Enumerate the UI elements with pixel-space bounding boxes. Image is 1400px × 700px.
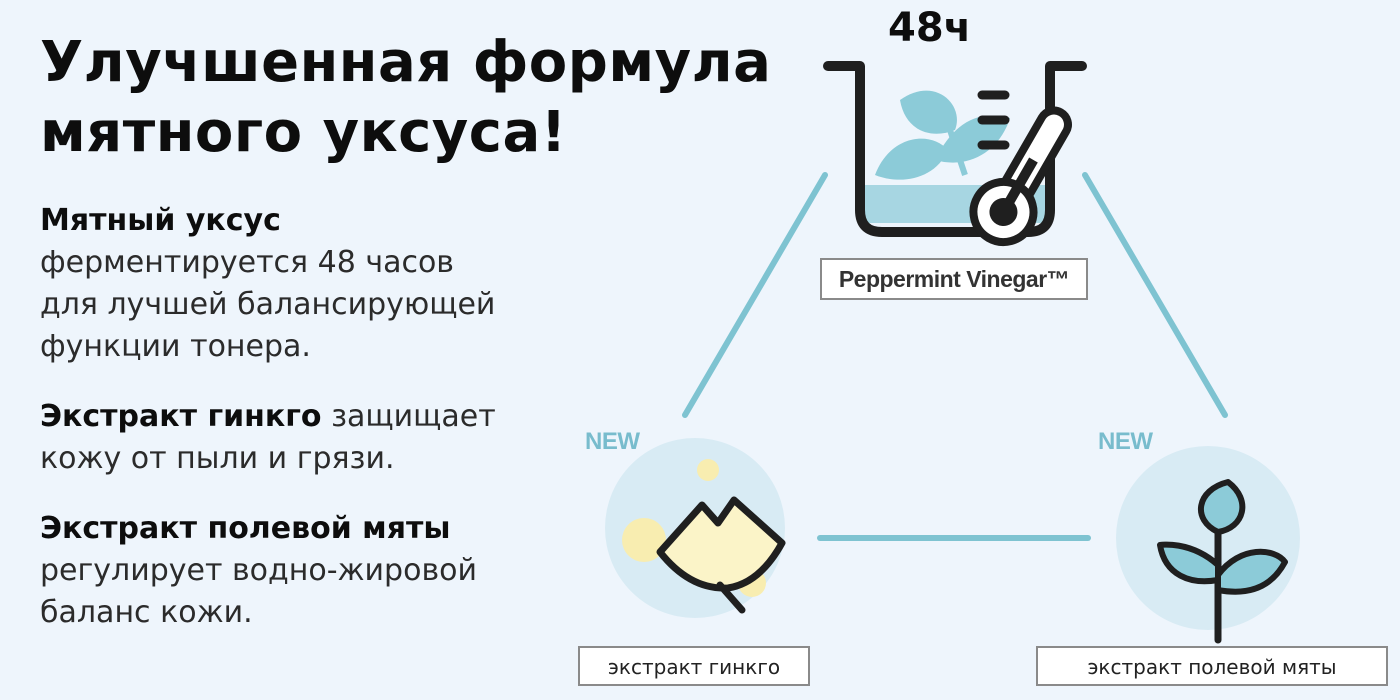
caption-ginkgo: экстракт гинкго	[578, 646, 810, 686]
feature-ginkgo-title: Экстракт гинкго	[40, 399, 322, 434]
connector-left	[682, 172, 828, 418]
feature-ginkgo-inline: защищает	[321, 399, 496, 434]
headline-line-1: Улучшенная формула	[40, 30, 772, 95]
beaker-thermometer-icon	[823, 61, 1087, 246]
feature-mint-title: Экстракт полевой мяты	[40, 511, 451, 546]
mint-sprig-icon	[1116, 446, 1300, 644]
feature-list: Мятный уксус ферментируется 48 часов для…	[40, 200, 580, 662]
feature-ginkgo: Экстракт гинкго защищает кожу от пыли и …	[40, 396, 580, 480]
headline-line-2: мятного уксуса!	[40, 100, 567, 165]
brand-label: Peppermint Vinegar™	[820, 258, 1088, 300]
feature-vinegar-line-3: функции тонера.	[40, 329, 311, 364]
feature-ginkgo-line-1: кожу от пыли и грязи.	[40, 441, 395, 476]
fermentation-hours-label: 48ч	[888, 5, 972, 51]
new-badge-mint: NEW	[1098, 428, 1153, 455]
feature-mint-line-2: баланс кожи.	[40, 595, 253, 630]
ginkgo-leaf-icon	[605, 438, 786, 618]
feature-mint: Экстракт полевой мяты регулирует водно-ж…	[40, 508, 580, 634]
feature-vinegar: Мятный уксус ферментируется 48 часов для…	[40, 200, 580, 368]
caption-mint: экстракт полевой мяты	[1036, 646, 1388, 686]
feature-mint-line-1: регулирует водно-жировой	[40, 553, 477, 588]
headline: Улучшенная формула мятного уксуса!	[40, 28, 771, 168]
feature-vinegar-line-2: для лучшей балансирующей	[40, 287, 496, 322]
connector-right	[1082, 172, 1228, 418]
feature-vinegar-title: Мятный уксус	[40, 203, 281, 238]
new-badge-ginkgo: NEW	[585, 428, 640, 455]
feature-vinegar-line-1: ферментируется 48 часов	[40, 245, 454, 280]
